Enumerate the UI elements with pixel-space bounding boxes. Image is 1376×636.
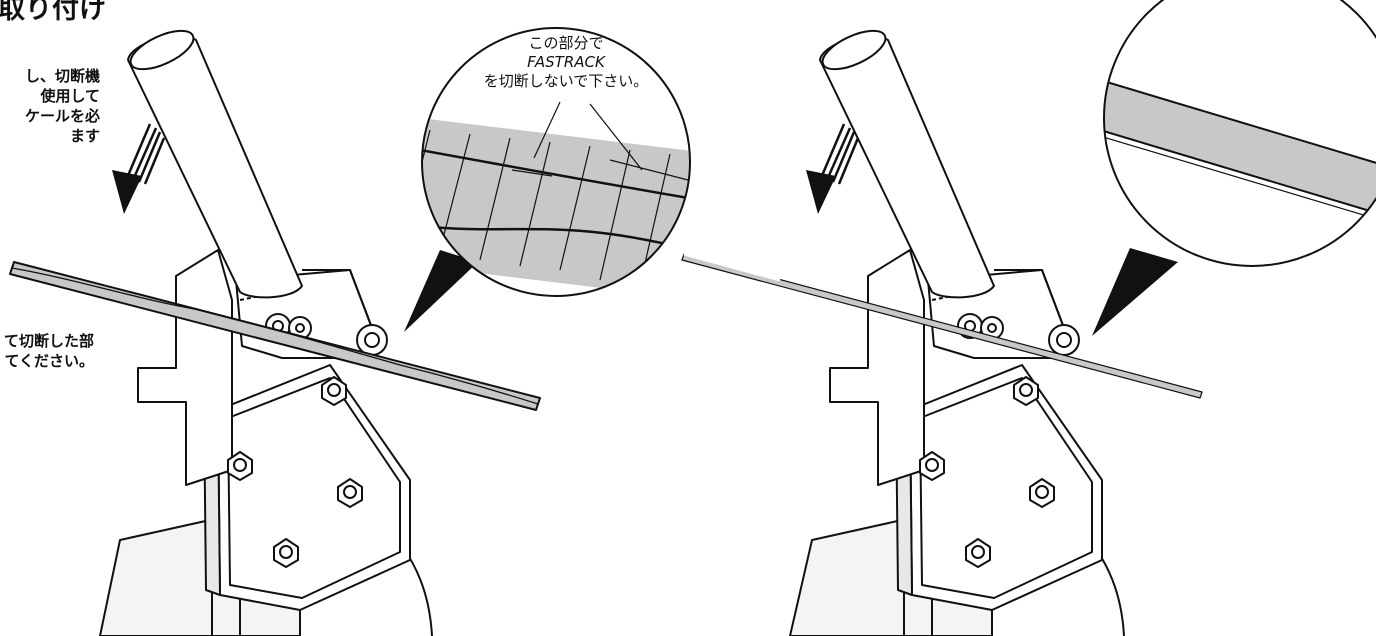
left-cutter-figure	[9, 27, 691, 636]
left-zoom-pointer	[404, 250, 478, 332]
instruction-note-bottom: て切断した部 てください。	[4, 331, 94, 371]
instruction-line: て切断した部	[3, 332, 94, 350]
left-side-block	[137, 249, 233, 486]
right-side-block	[829, 249, 925, 486]
callout-line-3: を切断しないで下さい。	[483, 72, 649, 90]
left-mounting-plate	[203, 364, 411, 611]
right-mounting-plate	[895, 364, 1103, 611]
right-cutter-figure	[681, 0, 1376, 636]
instruction-line: ます	[69, 127, 100, 145]
instruction-line: ケールを必	[24, 107, 100, 125]
left-fastrack-strip	[9, 261, 541, 411]
instruction-line: し、切断機	[24, 67, 100, 85]
left-magnified-view	[421, 27, 691, 297]
callout-line-1: この部分で	[528, 34, 604, 52]
left-handle	[127, 29, 303, 299]
instruction-line: てください。	[4, 352, 94, 370]
instruction-line: 使用して	[40, 87, 100, 105]
right-magnified-view	[1103, 0, 1376, 267]
right-fastrack-strip	[681, 252, 1203, 399]
left-down-arrow	[112, 123, 166, 214]
right-down-arrow	[806, 123, 860, 214]
instruction-note-top: し、切断機 使用して ケールを必 ます	[25, 66, 100, 146]
page-title: 取り付け	[0, 0, 106, 25]
right-zoom-pointer	[1092, 248, 1178, 336]
warning-callout: この部分で FASTRACK を切断しないで下さい。	[466, 34, 666, 91]
callout-product-name: FASTRACK	[527, 53, 605, 71]
right-handle	[819, 29, 995, 299]
